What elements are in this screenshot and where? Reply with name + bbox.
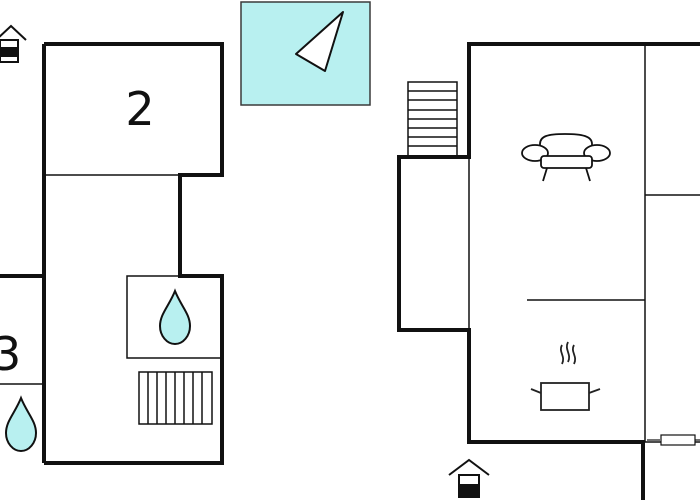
window-marker-icon <box>647 434 700 446</box>
bedroom-3-label: 3 <box>0 327 21 381</box>
sofa-icon <box>521 133 611 182</box>
left-unit-inner-walls <box>0 174 223 385</box>
entrance-house-icon-bottom <box>448 458 490 498</box>
cooking-pot-icon <box>530 341 601 411</box>
bedroom-2-label: 2 <box>125 82 154 136</box>
right-unit-walls <box>397 42 700 500</box>
water-drop-icon-bathroom <box>158 288 192 346</box>
compass-north-arrow-icon <box>240 1 371 106</box>
radiator-icon <box>138 371 213 425</box>
left-unit-walls <box>0 42 224 465</box>
water-drop-icon-lower-left <box>4 395 38 453</box>
entrance-house-icon-left <box>0 24 27 63</box>
right-unit-inner-walls <box>468 44 700 443</box>
stairs-icon <box>407 81 458 157</box>
